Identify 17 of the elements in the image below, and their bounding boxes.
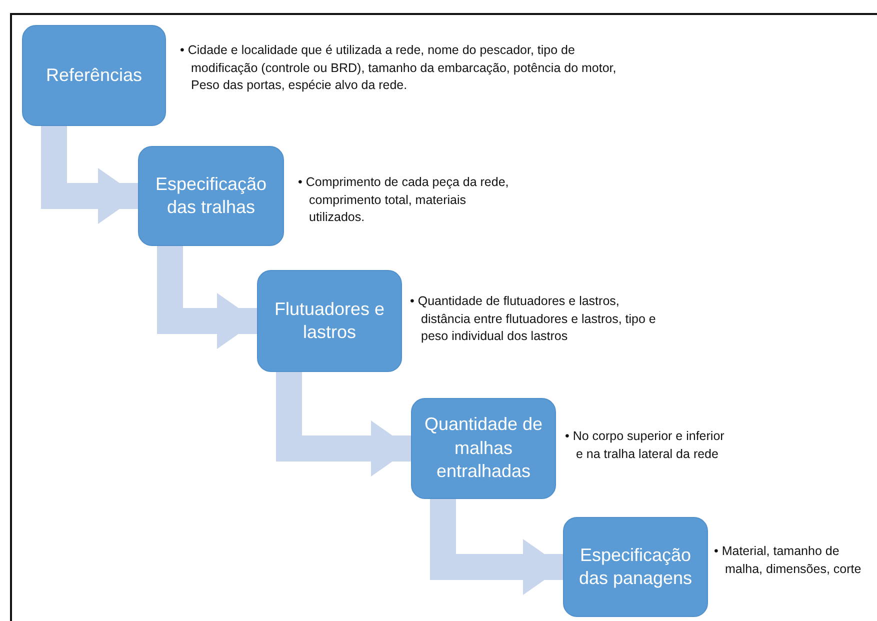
bullet-note: • Material, tamanho de malha, dimensões, corte (714, 543, 862, 578)
process-box (257, 270, 402, 372)
bullet-note: • Cidade e localidade que é utilizada a rede, nome do pescador, tipo de modificação (controle ou BRD), tamanho da embarcação, potência do motor, Peso das portas, espécie alvo da rede. (180, 42, 618, 94)
process-box (138, 146, 284, 246)
bullet-note: • No corpo superior e inferior e na tralha lateral da rede (565, 428, 725, 462)
box-label: Referências (44, 64, 144, 87)
box-label: Quantidade de malhas entralhadas (423, 413, 544, 484)
bullet-note: • Comprimento de cada peça da rede, comprimento total, materiais utilizados. (298, 174, 510, 226)
bent-arrow (41, 126, 138, 224)
box-label: Especificação das panagens (578, 544, 694, 590)
bent-arrow (430, 499, 563, 595)
bullet-note: • Quantidade de flutuadores e lastros, distância entre flutuadores e lastros, tipo e peso individual dos lastros (410, 293, 657, 345)
process-box (22, 25, 166, 126)
process-box (411, 398, 556, 499)
box-label: Flutuadores e lastros (273, 298, 386, 344)
process-box (563, 517, 708, 617)
box-label: Especificação das tralhas (154, 172, 268, 219)
